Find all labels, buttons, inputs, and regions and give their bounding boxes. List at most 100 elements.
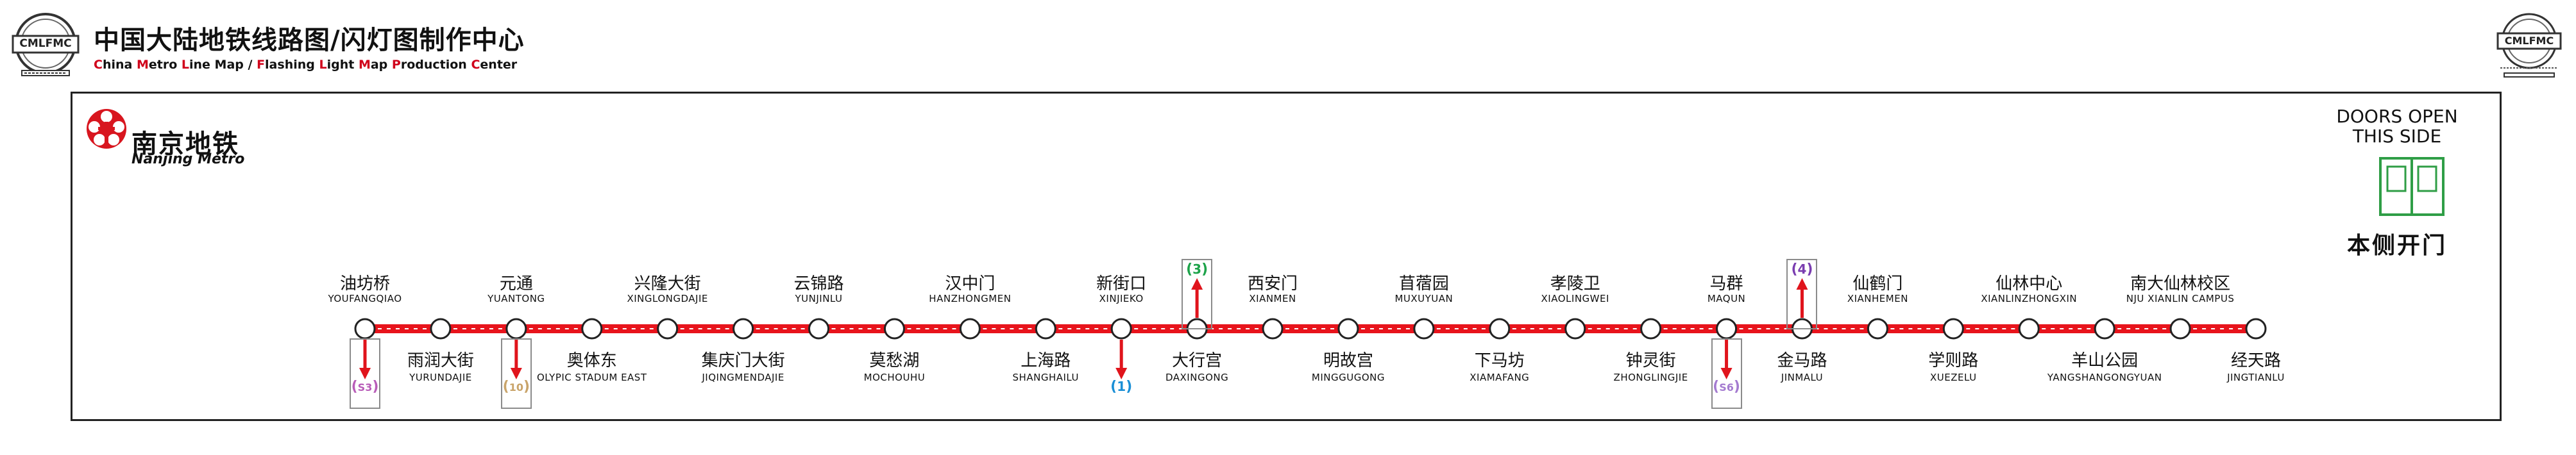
station-dot[interactable] <box>2094 318 2115 340</box>
badge-paren: ( <box>1186 261 1193 277</box>
subtitle-part: etro <box>148 58 182 72</box>
arrow-down-icon <box>510 340 522 379</box>
station-name-cn: 云锦路 <box>793 274 844 294</box>
line-track <box>365 324 2256 333</box>
station-dot[interactable] <box>1942 318 1964 340</box>
station-name-en: XUEZELU <box>1930 372 1977 383</box>
transfer-line-number: 10 <box>509 381 523 393</box>
transfer-box <box>1182 259 1213 329</box>
transfer-box <box>500 338 532 409</box>
transfer-line-badge[interactable]: (1) <box>1110 379 1132 395</box>
subtitle-part: roduction <box>400 58 471 72</box>
subtitle-part: F <box>257 58 266 72</box>
station-name-en: XIAOLINGWEI <box>1541 293 1609 304</box>
arrow-up-icon <box>1796 278 1808 318</box>
arrow-up-icon <box>1191 278 1203 318</box>
station-dot[interactable] <box>1413 318 1435 340</box>
station-dot[interactable] <box>581 318 603 340</box>
station-name-en: JINGTIANLU <box>2227 372 2285 383</box>
station-dot[interactable] <box>354 318 376 340</box>
transfer-box <box>1786 259 1818 329</box>
subtitle-part: C <box>94 58 103 72</box>
station-dot[interactable] <box>1867 318 1888 340</box>
station-dot[interactable] <box>430 318 452 340</box>
station-name-cn: 明故宫 <box>1323 351 1373 370</box>
station-name-en: HANZHONGMEN <box>929 293 1012 304</box>
station-name-cn: 莫愁湖 <box>869 351 920 370</box>
cmlfmc-logo-text: CMLFMC <box>2504 35 2554 47</box>
station-name-cn: 仙鹤门 <box>1852 274 1903 294</box>
station-name-en: XIANHEMEN <box>1847 293 1908 304</box>
station-name-en: MUXUYUAN <box>1394 293 1453 304</box>
transfer-line-badge[interactable]: (4) <box>1791 261 1813 277</box>
station-dot[interactable] <box>733 318 754 340</box>
station-name-en: XIANLINZHONGXIN <box>1981 293 2078 304</box>
cmlfmc-logo-right: CMLFMC <box>2494 12 2564 83</box>
subtitle-part: C <box>471 58 480 72</box>
station-name-en: MINGGUGONG <box>1311 372 1385 383</box>
doors-open-label: DOORS OPEN THIS SIDE <box>2314 106 2480 146</box>
station-dot[interactable] <box>1489 318 1511 340</box>
subtitle-part: ine Map / <box>189 58 257 72</box>
station-name-en: JINMALU <box>1781 372 1824 383</box>
station-name-cn: 奥体东 <box>566 351 617 370</box>
station-name-cn: 油坊桥 <box>339 274 391 294</box>
station-name-cn: 马群 <box>1709 274 1743 294</box>
station-name-cn: 下马坊 <box>1474 351 1525 370</box>
station-name-cn: 羊山公园 <box>2071 351 2139 370</box>
station-name-en: XINJIEKO <box>1099 293 1144 304</box>
badge-paren: ( <box>1110 379 1117 395</box>
badge-paren: ) <box>1733 379 1740 395</box>
line-map <box>354 278 2267 379</box>
brand-name-cn: 南京地铁 <box>131 129 239 159</box>
badge-paren: ) <box>1806 261 1813 277</box>
station-dot[interactable] <box>1035 318 1056 340</box>
station-dot[interactable] <box>1564 318 1586 340</box>
station-name-en: XINGLONGDAJIE <box>627 293 708 304</box>
station-dot[interactable] <box>1337 318 1359 340</box>
station-dot[interactable] <box>2018 318 2040 340</box>
station-name-en: XIANMEN <box>1249 293 1296 304</box>
station-name-en: DAXINGONG <box>1165 372 1229 383</box>
station-dot[interactable] <box>505 318 527 340</box>
subtitle-part: L <box>181 58 190 72</box>
badge-paren: ) <box>1201 261 1208 277</box>
station-name-cn: 雨润大街 <box>407 351 474 370</box>
badge-paren: ( <box>351 379 358 395</box>
station-name-cn: 仙林中心 <box>1996 274 2063 294</box>
transfer-line-number: S6 <box>1719 381 1734 393</box>
station-name-cn: 元通 <box>499 274 533 294</box>
station-name-cn: 西安门 <box>1248 274 1298 294</box>
station-name-cn: 集庆门大街 <box>701 351 785 370</box>
badge-paren: ( <box>1791 261 1798 277</box>
transfer-box <box>350 338 380 409</box>
badge-paren: ) <box>1126 379 1133 395</box>
badge-paren: ( <box>502 379 509 395</box>
station-name-cn: 经天路 <box>2230 351 2282 370</box>
station-dot[interactable] <box>2169 318 2191 340</box>
transfer-line-badge[interactable]: (10) <box>503 379 530 395</box>
transfer-line-badge[interactable]: (S3) <box>352 379 379 395</box>
transfer-line-badge[interactable]: (3) <box>1186 261 1208 277</box>
station-dot[interactable] <box>657 318 679 340</box>
station-dot[interactable] <box>883 318 905 340</box>
station-dot[interactable] <box>1640 318 1662 340</box>
subtitle-part: enter <box>480 58 518 72</box>
station-name-en: YUANTONG <box>487 293 545 304</box>
station-dot[interactable] <box>2245 318 2267 340</box>
badge-paren: ( <box>1713 379 1720 395</box>
arrow-down-icon <box>359 340 371 379</box>
station-name-cn: 南大仙林校区 <box>2130 274 2231 294</box>
line-map-panel: 南京地铁 Nanjing Metro DOORS OPEN THIS SIDE … <box>71 92 2502 421</box>
station-dot[interactable] <box>1262 318 1284 340</box>
station-dot[interactable] <box>1110 318 1132 340</box>
subtitle-part: M <box>358 58 371 72</box>
station-name-en: JIQINGMENDAJIE <box>702 372 784 383</box>
station-dot[interactable] <box>959 318 981 340</box>
transfer-line-number: S3 <box>357 381 373 393</box>
station-dot[interactable] <box>808 318 830 340</box>
station-dot[interactable] <box>1716 318 1738 340</box>
transfer-line-badge[interactable]: (S6) <box>1713 379 1740 395</box>
station-name-en: YUNJINLU <box>795 293 843 304</box>
station-name-cn: 钟灵街 <box>1625 351 1676 370</box>
